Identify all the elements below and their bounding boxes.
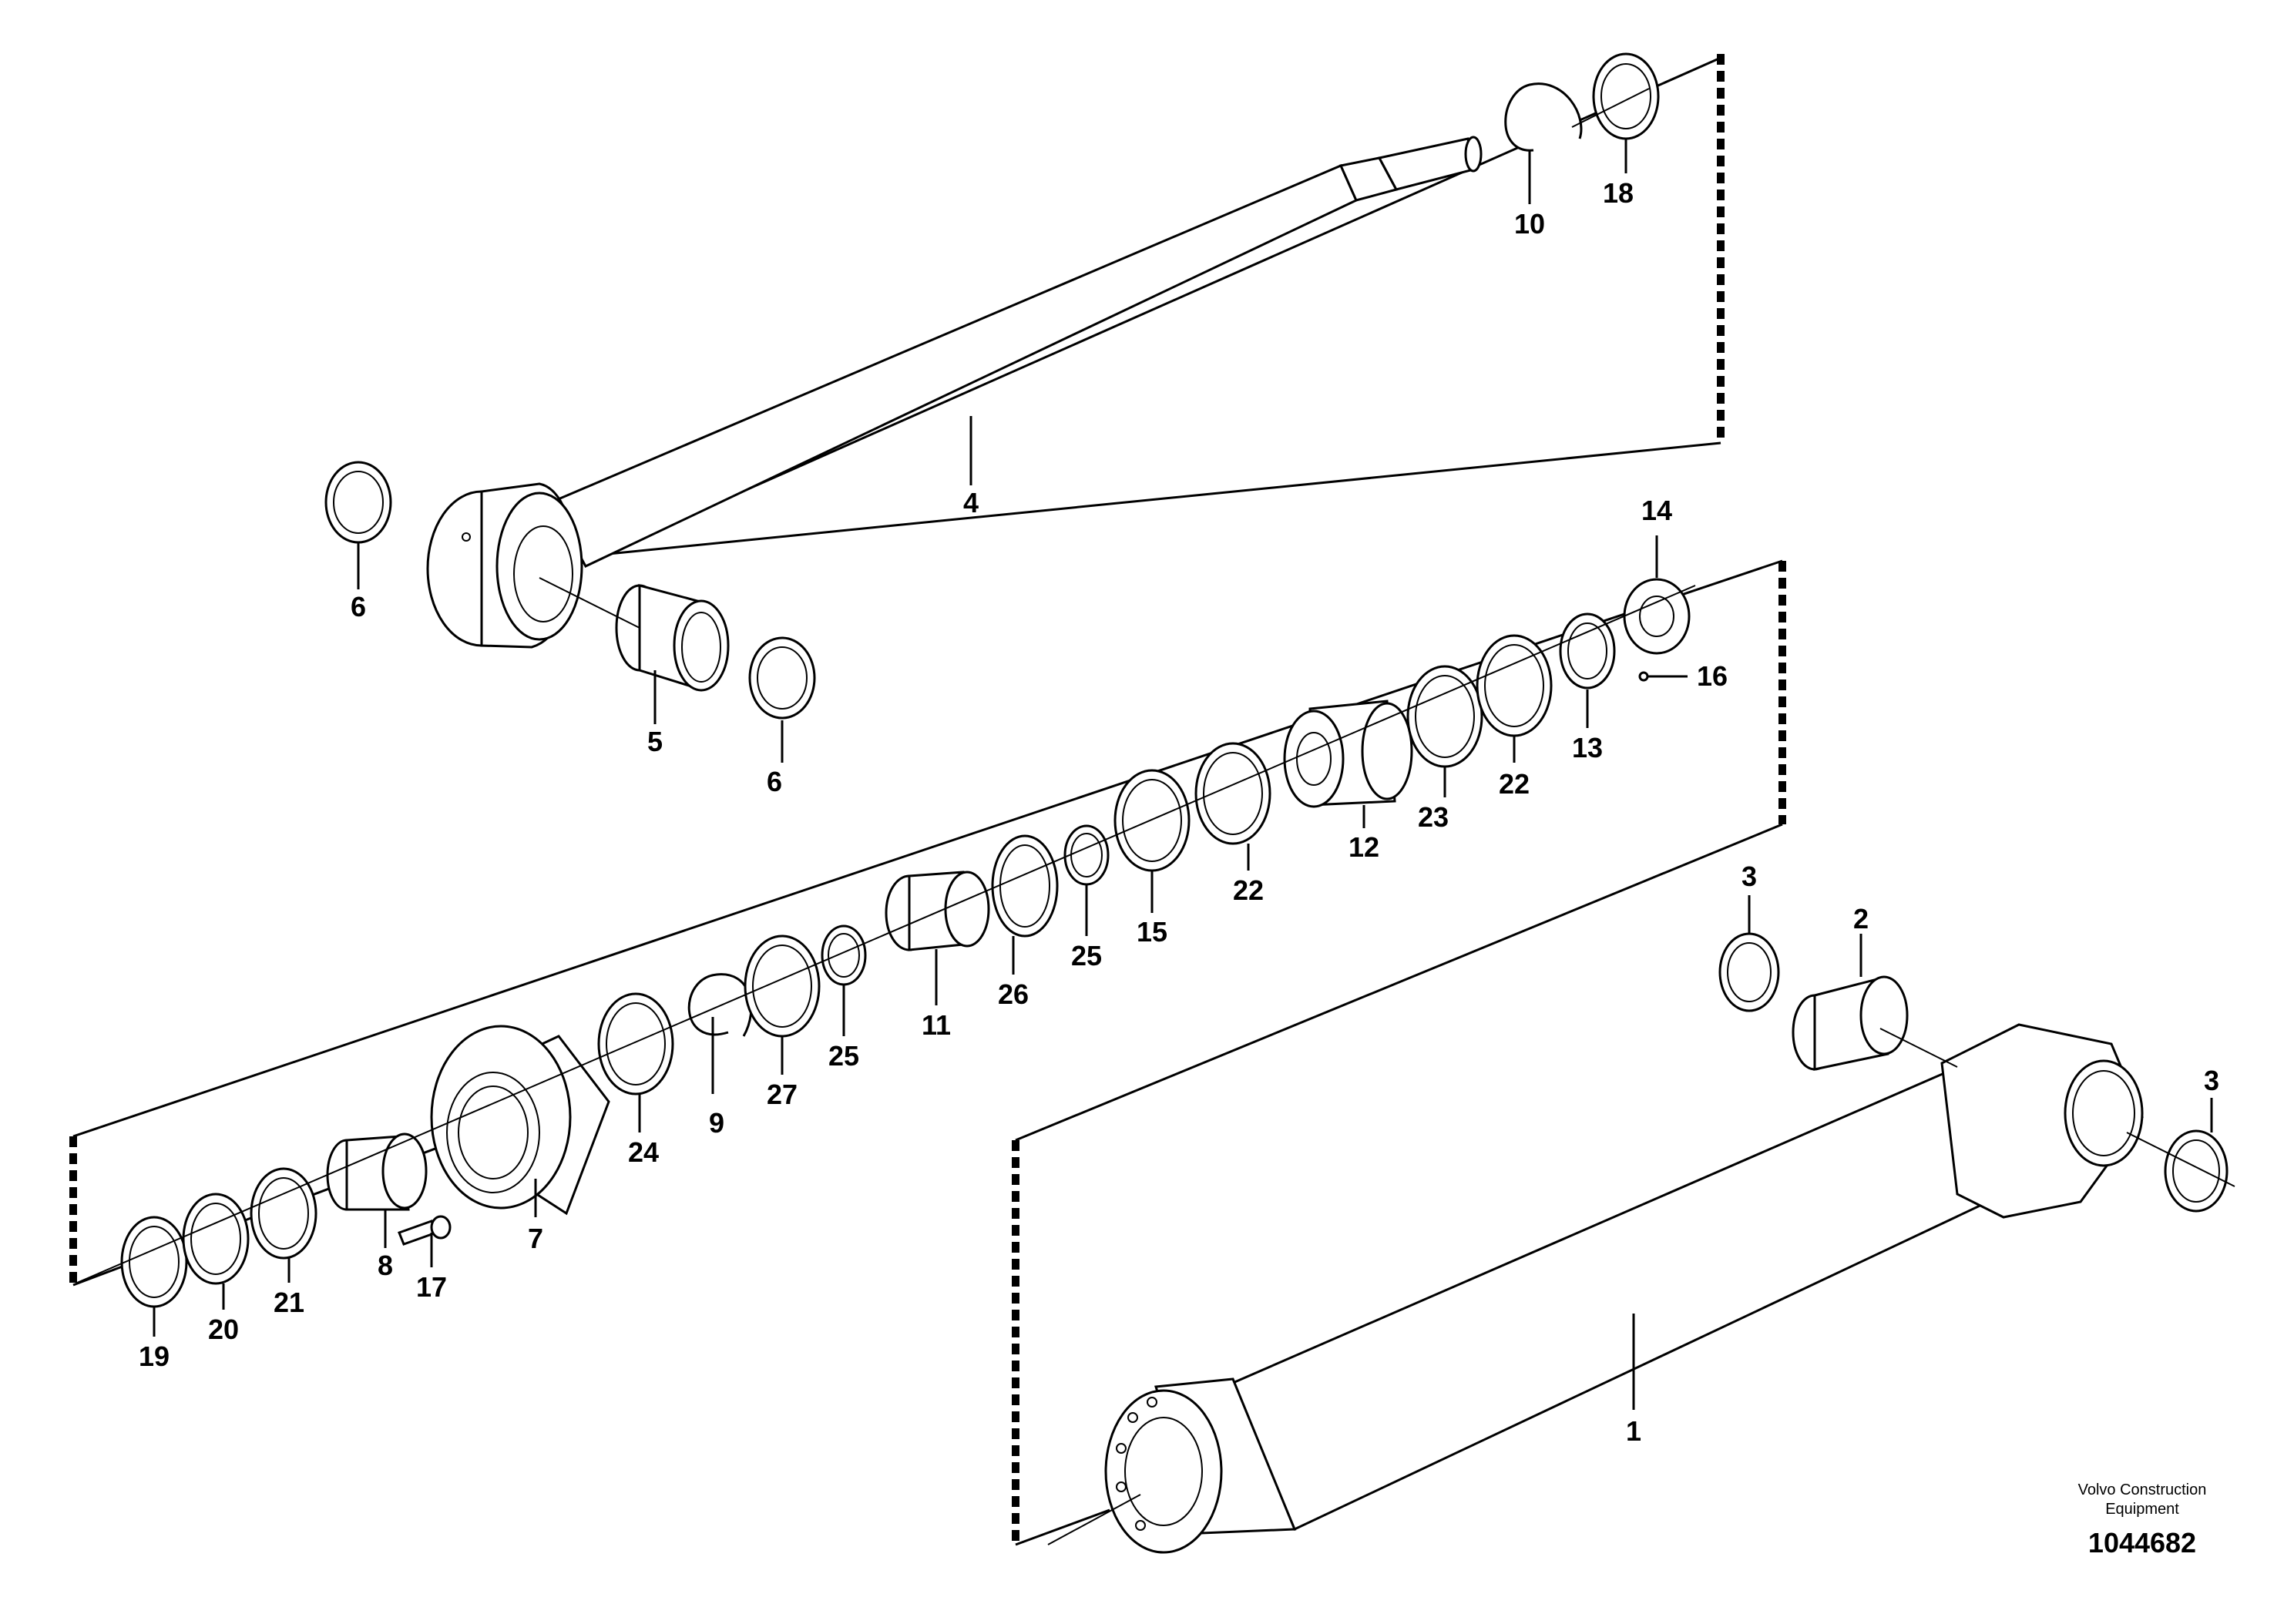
callout-16: 16 bbox=[1697, 660, 1728, 692]
cylinder-barrel bbox=[1104, 1023, 2144, 1554]
top-end-seal-ring bbox=[1592, 52, 1660, 140]
credit-block: Volvo Construction Equipment 1044682 bbox=[2078, 1481, 2207, 1559]
callout-25-left: 25 bbox=[828, 1040, 859, 1072]
piston-rod bbox=[426, 136, 1483, 649]
snap-ring bbox=[1504, 82, 1583, 152]
head-bushing bbox=[326, 1132, 428, 1211]
callout-8: 8 bbox=[378, 1250, 393, 1281]
cylinder-head bbox=[430, 1025, 610, 1216]
callout-17: 17 bbox=[416, 1271, 447, 1303]
callout-22-lower: 22 bbox=[1233, 874, 1264, 906]
stop-ring-26 bbox=[991, 834, 1059, 938]
callout-14: 14 bbox=[1641, 495, 1672, 526]
barrel-bushing bbox=[1792, 975, 1909, 1071]
callout-6-left: 6 bbox=[351, 591, 366, 622]
callout-7: 7 bbox=[528, 1223, 543, 1254]
seal-ring-21 bbox=[250, 1167, 317, 1260]
callout-labels: 1 2 3 3 4 5 6 6 7 8 9 10 11 12 13 14 15 … bbox=[139, 177, 2219, 1447]
credit-line-1: Volvo Construction bbox=[2078, 1481, 2207, 1498]
callout-21: 21 bbox=[274, 1287, 304, 1318]
set-screw bbox=[1638, 671, 1649, 682]
seal-ring-24 bbox=[597, 992, 674, 1096]
barrel-seal-ring-right bbox=[2164, 1129, 2229, 1213]
piston bbox=[1283, 700, 1413, 808]
callout-10: 10 bbox=[1514, 208, 1545, 240]
callout-2: 2 bbox=[1853, 903, 1869, 934]
leader-lines bbox=[76, 88, 2235, 1545]
rod-seal-ring-left bbox=[324, 461, 392, 544]
callout-24: 24 bbox=[628, 1136, 659, 1168]
seal-ring-15 bbox=[1113, 769, 1191, 872]
callout-26: 26 bbox=[998, 978, 1029, 1010]
document-number: 1044682 bbox=[2088, 1527, 2196, 1559]
seal-ring-25-left bbox=[821, 924, 867, 986]
washer-13 bbox=[1559, 612, 1616, 690]
callout-11: 11 bbox=[922, 1009, 951, 1041]
cylinder-head-bolt bbox=[398, 1215, 452, 1246]
callout-15: 15 bbox=[1137, 916, 1167, 948]
callout-13: 13 bbox=[1572, 732, 1603, 763]
callout-22-upper: 22 bbox=[1499, 768, 1530, 800]
callout-4: 4 bbox=[963, 487, 979, 518]
rod-seal-ring-right bbox=[748, 636, 816, 720]
callout-23: 23 bbox=[1418, 801, 1449, 833]
credit-line-2: Equipment bbox=[2105, 1501, 2179, 1518]
callout-19: 19 bbox=[139, 1340, 170, 1372]
callout-3-right: 3 bbox=[2204, 1065, 2219, 1096]
cushion-sleeve bbox=[885, 871, 990, 951]
callout-18: 18 bbox=[1603, 177, 1634, 209]
piston-nut bbox=[1623, 578, 1691, 655]
callout-5: 5 bbox=[647, 726, 663, 757]
seal-ring-20 bbox=[182, 1193, 250, 1285]
barrel-seal-ring-upper bbox=[1718, 932, 1780, 1012]
callout-3-upper: 3 bbox=[1741, 861, 1757, 892]
callout-27: 27 bbox=[767, 1079, 798, 1110]
callout-1: 1 bbox=[1626, 1415, 1641, 1447]
seal-ring-19 bbox=[120, 1216, 188, 1308]
seal-ring-27 bbox=[744, 934, 821, 1038]
rod-bushing bbox=[615, 584, 730, 692]
group-frame-barrel bbox=[1012, 823, 1783, 1546]
callout-25-right: 25 bbox=[1071, 940, 1102, 971]
callout-12: 12 bbox=[1349, 831, 1379, 863]
seal-ring-25-right bbox=[1063, 824, 1110, 886]
callout-9: 9 bbox=[709, 1107, 724, 1139]
wear-ring-22-lower bbox=[1194, 742, 1271, 845]
callout-20: 20 bbox=[208, 1314, 239, 1345]
wear-ring-22-upper bbox=[1476, 634, 1553, 737]
callout-6-right: 6 bbox=[767, 766, 782, 797]
